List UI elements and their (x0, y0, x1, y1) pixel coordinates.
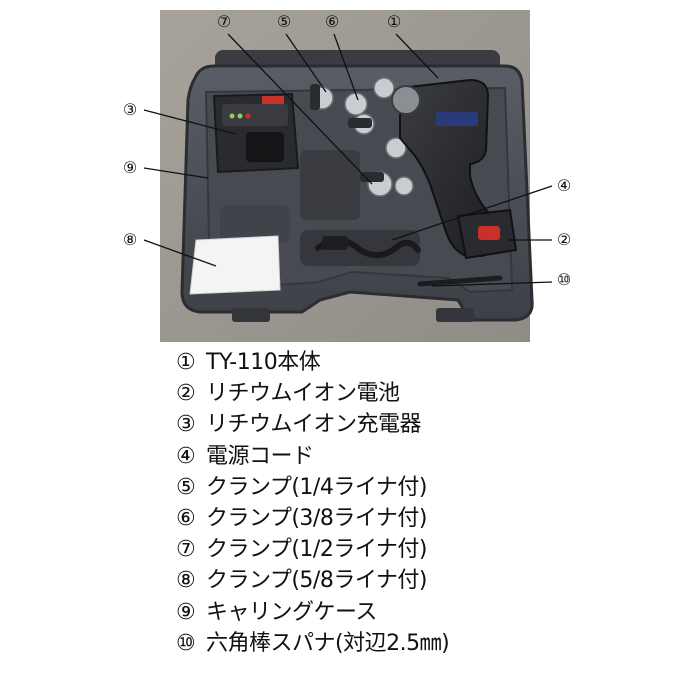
legend-text: キャリングケース (206, 599, 377, 625)
legend-item: ③ リチウムイオン充電器 (176, 409, 676, 440)
charger-light-3 (245, 113, 251, 119)
legend-text: 電源コード (206, 443, 314, 469)
callout-clamp-1-2: ⑦ (216, 12, 232, 31)
leader-lines (143, 33, 553, 287)
product-photo-svg (143, 10, 553, 342)
legend-text: クランプ(5/8ライナ付) (206, 568, 427, 594)
legend-number: ⑩ (176, 630, 196, 656)
legend-text: リチウムイオン電池 (206, 381, 400, 407)
legend-text: 六角棒スパナ(対辺2.5㎜) (206, 630, 450, 656)
callout-tool-body: ① (386, 12, 402, 31)
battery-latch (478, 226, 500, 240)
legend-item: ① TY-110本体 (176, 347, 676, 378)
legend-item: ⑤ クランプ(1/4ライナ付) (176, 472, 676, 503)
legend-number: ③ (176, 412, 196, 438)
clamp-handles (310, 84, 384, 182)
legend-text: リチウムイオン充電器 (206, 412, 422, 438)
legend-number: ⑤ (176, 474, 196, 500)
charger-top (222, 104, 288, 126)
charger-light-1 (229, 113, 235, 119)
tray-compartment-lower-left (220, 205, 290, 243)
legend-text: TY-110本体 (206, 350, 321, 375)
callout-carrying-case: ⑨ (122, 158, 138, 177)
callout-battery: ② (556, 230, 572, 249)
case-clip-left (232, 308, 270, 322)
charger-label (262, 96, 284, 104)
legend-number: ① (176, 350, 196, 375)
legend-number: ⑧ (176, 568, 196, 594)
legend-text: クランプ(1/4ライナ付) (206, 474, 427, 500)
legend-text: クランプ(3/8ライナ付) (206, 505, 427, 531)
legend-item: ⑧ クランプ(5/8ライナ付) (176, 565, 676, 596)
callout-clamp-3-8: ⑥ (324, 12, 340, 31)
legend-number: ⑨ (176, 599, 196, 625)
hex-key (417, 275, 503, 287)
tool-label (436, 112, 478, 126)
callout-charger: ③ (122, 100, 138, 119)
legend-item: ⑥ クランプ(3/8ライナ付) (176, 503, 676, 534)
legend-item: ⑦ クランプ(1/2ライナ付) (176, 534, 676, 565)
legend-number: ⑥ (176, 505, 196, 531)
product-photo: ⑦ ⑤ ⑥ ① ③ ⑨ ⑧ ④ ② ⑩ (0, 0, 700, 345)
charger-slot (246, 132, 284, 162)
legend-item: ⑩ 六角棒スパナ(対辺2.5㎜) (176, 628, 676, 659)
clamp-box (189, 235, 281, 295)
legend-number: ④ (176, 443, 196, 469)
clamp-set (310, 77, 414, 197)
legend-item: ⑨ キャリングケース (176, 597, 676, 628)
charger-light-2 (237, 113, 243, 119)
legend-text: クランプ(1/2ライナ付) (206, 537, 427, 563)
case-clip-right (436, 308, 474, 322)
legend-item: ② リチウムイオン電池 (176, 378, 676, 409)
callout-clamp-1-4: ⑤ (276, 12, 292, 31)
legend-item: ④ 電源コード (176, 441, 676, 472)
power-cord-plug (322, 236, 348, 250)
callout-power-cord: ④ (556, 176, 572, 195)
tray-compartment-mid (300, 150, 360, 220)
clamp-7 (394, 176, 414, 196)
legend-number: ⑦ (176, 537, 196, 563)
clamp-3 (373, 77, 395, 99)
clamp-5 (385, 137, 407, 159)
legend-number: ② (176, 381, 196, 407)
callout-hex-key: ⑩ (556, 270, 572, 289)
callout-clamp-5-8: ⑧ (122, 230, 138, 249)
tool-head (391, 85, 421, 115)
